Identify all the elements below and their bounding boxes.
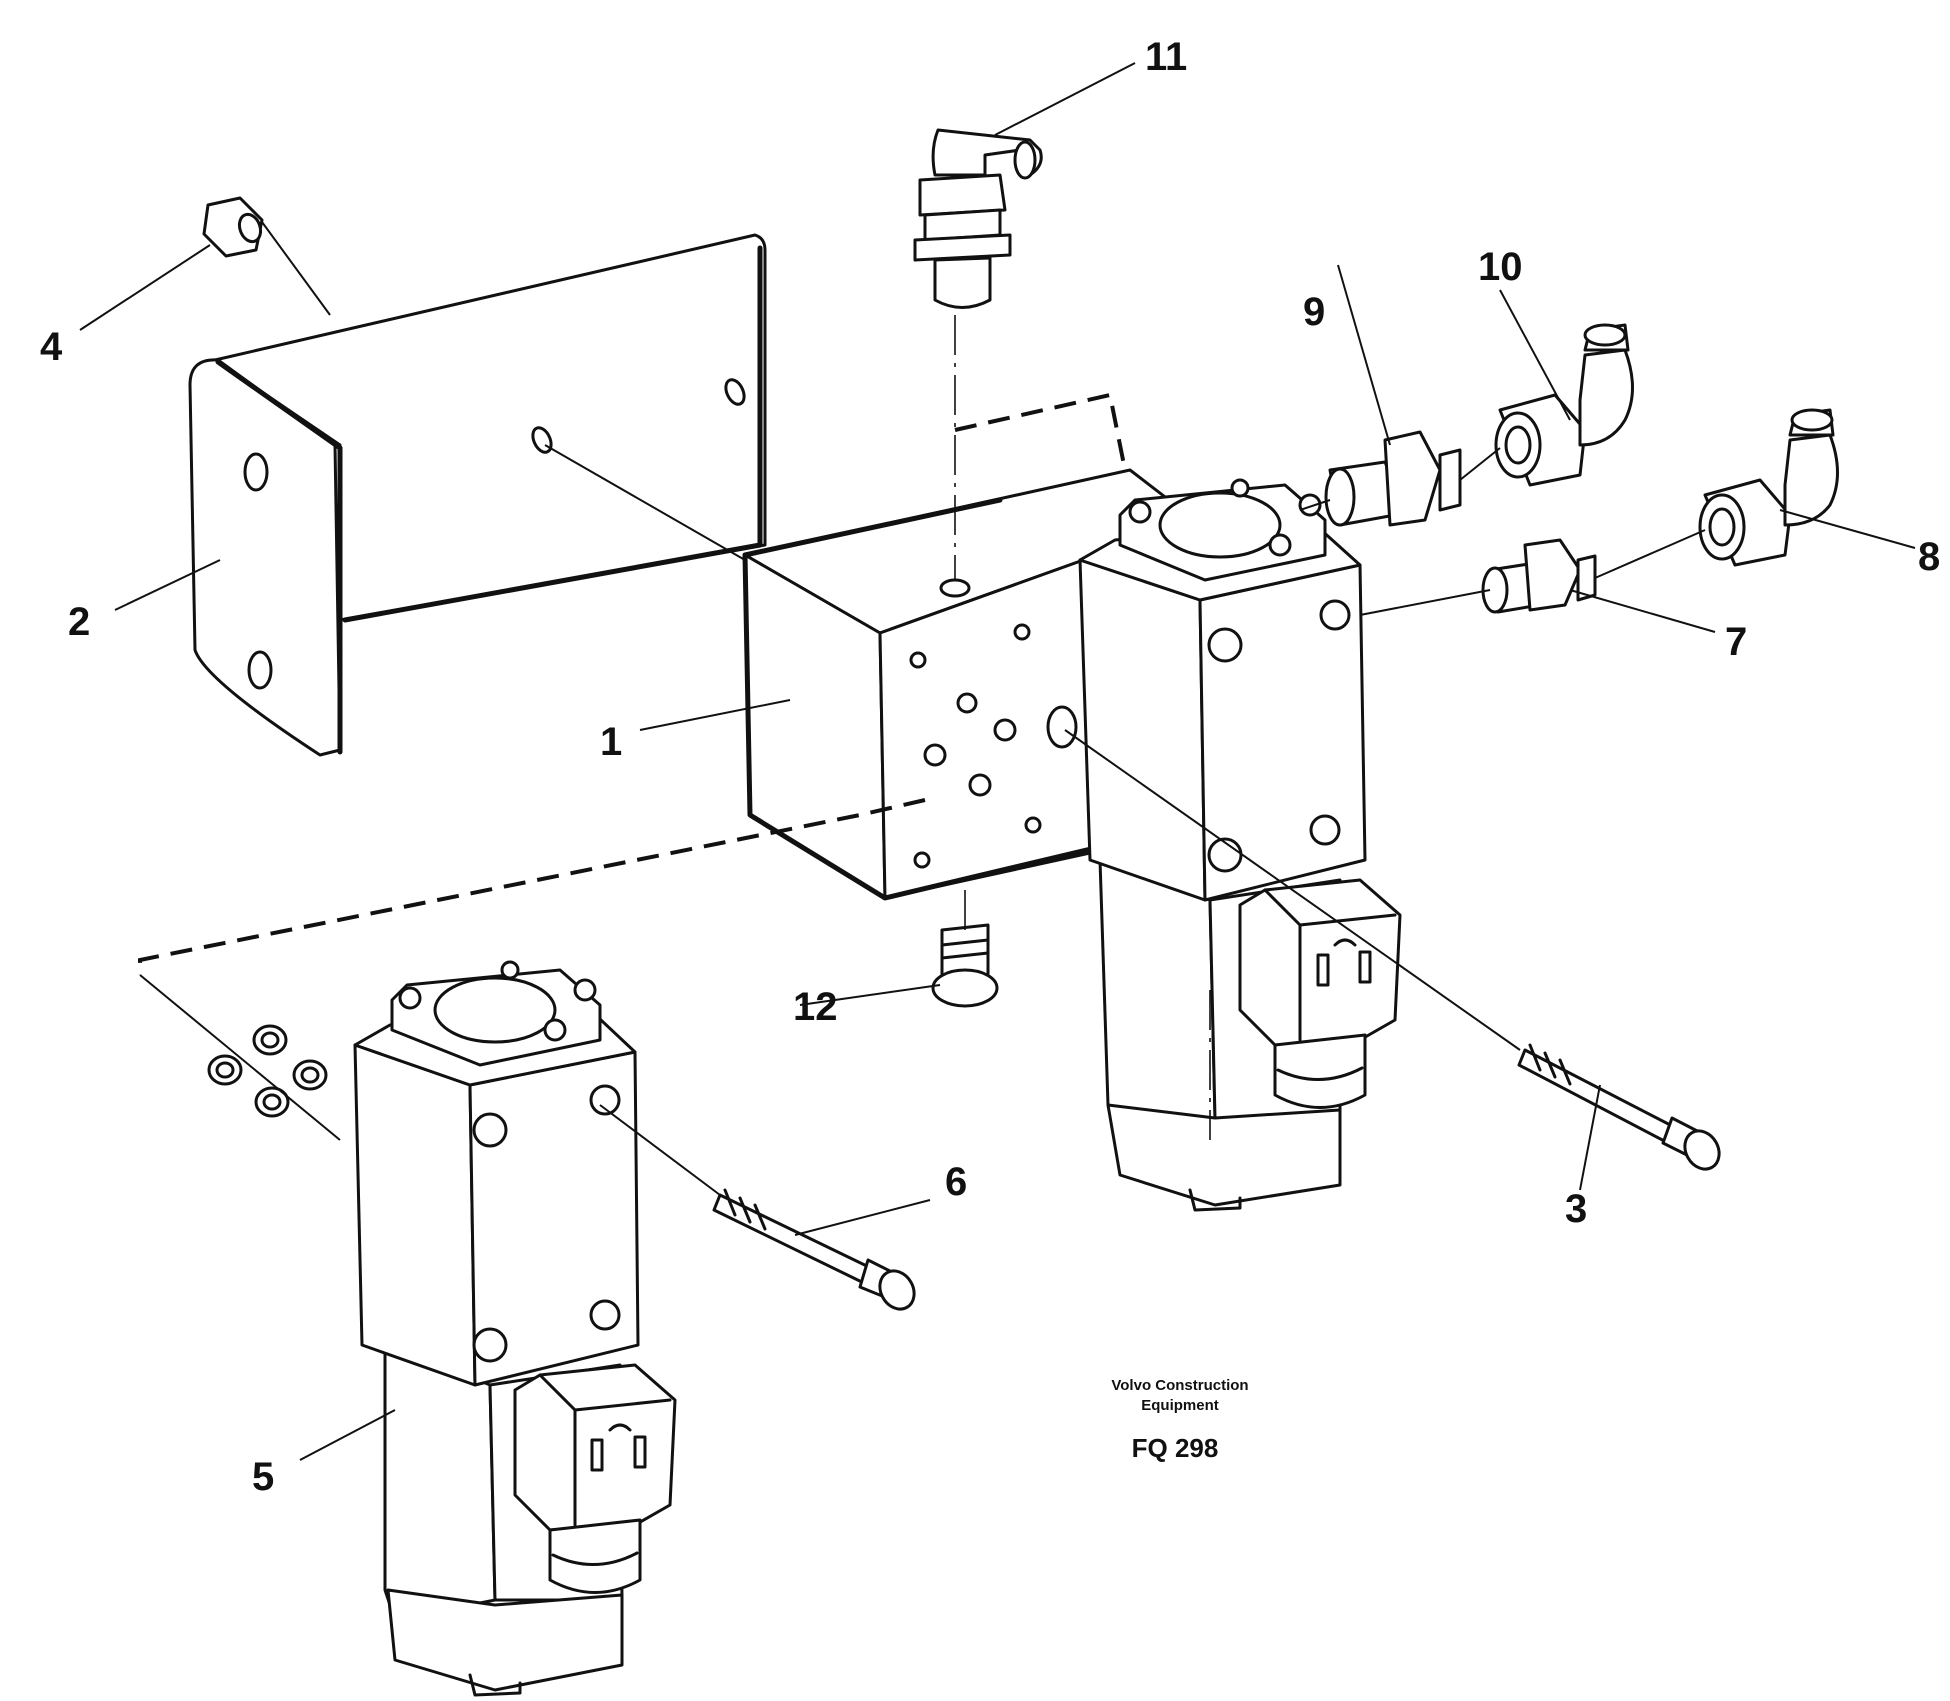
- callout-4: 4: [40, 325, 63, 369]
- figure-code: FQ 298: [1132, 1433, 1219, 1463]
- callout-12: 12: [793, 985, 838, 1029]
- nut-4: [202, 196, 264, 258]
- callout-10: 10: [1478, 245, 1523, 289]
- callout-5: 5: [252, 1455, 274, 1499]
- callout-7: 7: [1725, 620, 1747, 664]
- elbow-fitting-11: [913, 128, 1043, 309]
- callout-9: 9: [1303, 290, 1325, 334]
- plug-12: [931, 923, 999, 1008]
- callout-leaders: [79, 62, 1916, 1461]
- adapter-9: [1324, 430, 1462, 527]
- drawing-caption: Volvo Construction Equipment FQ 298: [1111, 1377, 1248, 1463]
- adapter-7: [1481, 538, 1597, 614]
- solenoid-valve-lower: [353, 960, 677, 1697]
- mounting-bracket: [188, 233, 767, 757]
- callout-6: 6: [945, 1160, 967, 1204]
- screw-6: [712, 1188, 916, 1311]
- solenoid-valve-upper: [1078, 478, 1402, 1212]
- o-rings: [207, 1024, 328, 1118]
- assembly-lines: [138, 221, 1706, 1196]
- elbow-fitting-8: [1698, 408, 1839, 567]
- callout-labels: 1 2 3 4 5 6 7 8 9 10 11 12: [40, 35, 1940, 1499]
- callout-8: 8: [1918, 535, 1940, 579]
- callout-11: 11: [1145, 35, 1187, 79]
- publisher-line-2: Equipment: [1141, 1397, 1219, 1414]
- screw-3: [1517, 1043, 1721, 1171]
- callout-3: 3: [1565, 1187, 1587, 1231]
- elbow-fitting-10: [1494, 323, 1634, 487]
- callout-1: 1: [600, 720, 622, 764]
- callout-2: 2: [68, 600, 90, 644]
- publisher-line-1: Volvo Construction: [1111, 1377, 1248, 1394]
